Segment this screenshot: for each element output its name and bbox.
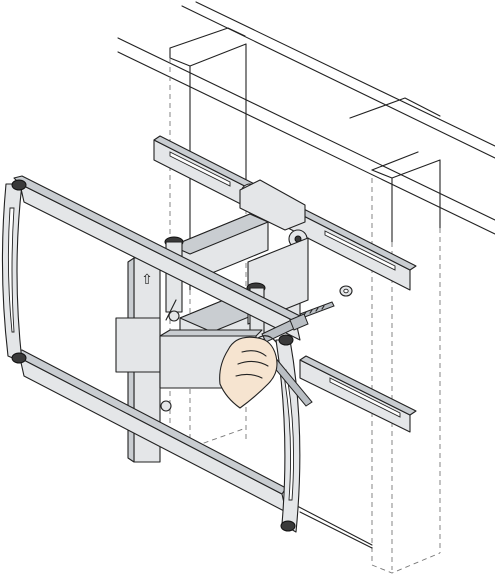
wall-header-beam (117, 1, 495, 235)
up-arrow-icon: ⇧ (141, 272, 153, 288)
socket-wrench (261, 313, 313, 407)
washer (339, 285, 353, 297)
upper-wall-rail (153, 135, 417, 291)
installer-hand (219, 335, 278, 409)
lower-wall-rail (299, 355, 417, 433)
wall-stud-right (371, 151, 441, 574)
tv-frame (1, 175, 301, 533)
